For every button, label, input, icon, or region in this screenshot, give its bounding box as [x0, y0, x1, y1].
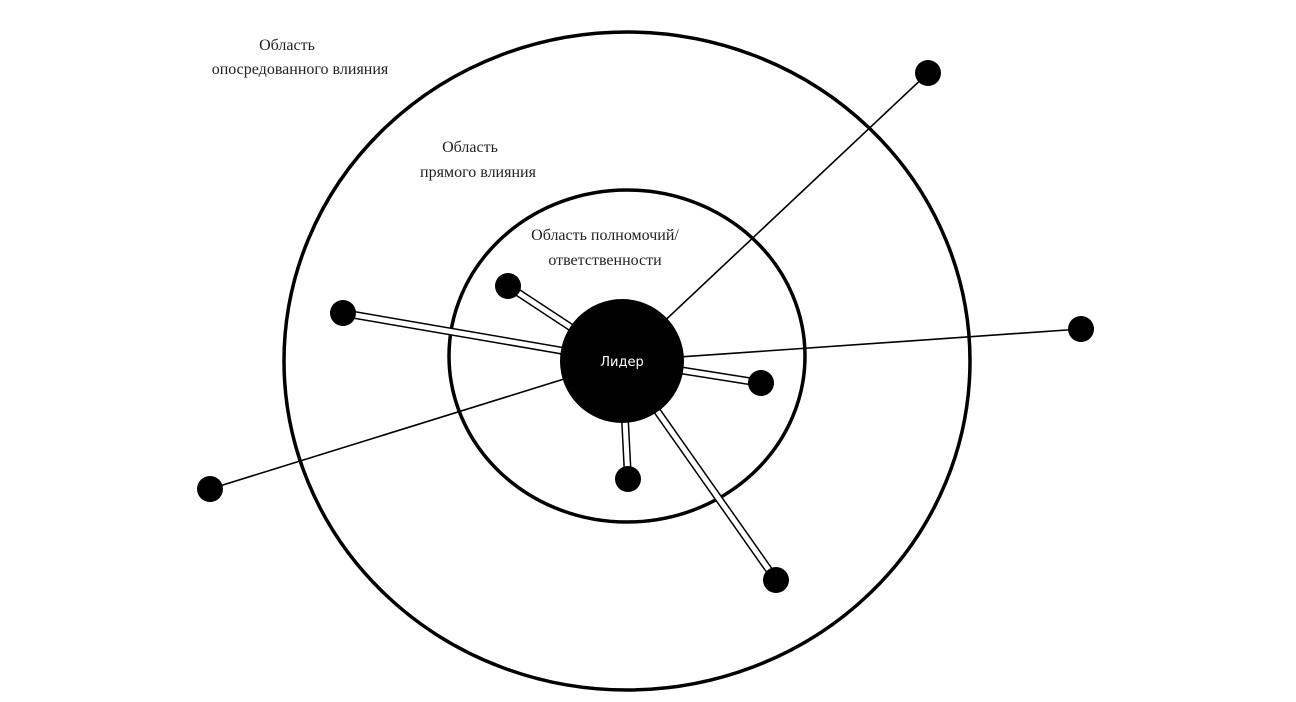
follower-node [1068, 316, 1094, 342]
follower-node [330, 300, 356, 326]
mediated-zone-label-line1: Область [259, 37, 315, 54]
follower-node [763, 567, 789, 593]
follower-node [615, 466, 641, 492]
follower-node [915, 60, 941, 86]
single-link [621, 328, 1082, 362]
leader-label: Лидер [600, 355, 643, 370]
middle-circle-direct-influence [447, 188, 807, 524]
follower-nodes [197, 60, 1094, 593]
authority-zone-label-line2: ответственности [548, 252, 662, 269]
mediated-zone-label-line2: опосредованного влияния [212, 61, 389, 78]
single-link [621, 72, 929, 362]
follower-node [495, 273, 521, 299]
direct-zone-label-line1: Область [442, 139, 498, 156]
outer-circle-mediated-influence [282, 30, 972, 692]
direct-zone-label-line2: прямого влияния [420, 164, 537, 181]
follower-node [197, 476, 223, 502]
single-link [209, 360, 623, 490]
follower-node [748, 370, 774, 396]
authority-zone-label-line1: Область полномочий/ [531, 227, 679, 244]
leader-node [560, 299, 684, 423]
